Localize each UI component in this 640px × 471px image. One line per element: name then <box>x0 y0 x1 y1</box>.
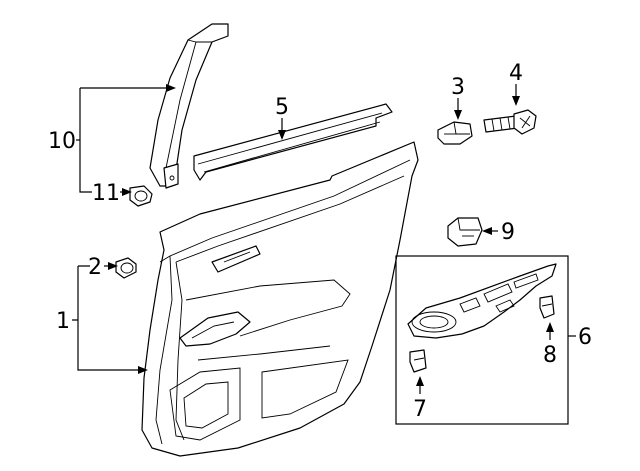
arrow-2 <box>108 262 118 270</box>
door-trim-panel <box>141 141 419 457</box>
arrow-4 <box>512 96 520 106</box>
armrest-switch-base <box>407 263 557 339</box>
leader-10-bracket <box>79 88 92 193</box>
callout-1: 1 <box>56 309 70 334</box>
clip-part-11 <box>129 185 153 207</box>
callout-6: 6 <box>578 325 592 350</box>
callout-3: 3 <box>451 75 465 100</box>
belt-weatherstrip <box>193 103 393 181</box>
switch-part-9 <box>447 217 483 247</box>
clip-part-2 <box>115 257 137 279</box>
arrow-8 <box>546 322 554 332</box>
clip-part-7 <box>409 349 427 373</box>
arrow-3 <box>454 110 462 120</box>
part-6-group-box <box>395 255 569 425</box>
bracket-part-3 <box>437 121 473 145</box>
callout-9: 9 <box>501 220 515 245</box>
clip-part-8 <box>539 295 555 319</box>
callout-8: 8 <box>543 343 557 368</box>
arrow-11 <box>122 188 132 196</box>
screw-part-4 <box>483 109 537 135</box>
arrow-9 <box>482 227 492 235</box>
window-frame-molding <box>149 23 229 189</box>
callout-10: 10 <box>48 129 76 154</box>
callout-7: 7 <box>413 397 427 422</box>
arrow-7 <box>416 376 424 386</box>
arrow-5 <box>278 130 286 140</box>
callout-11: 11 <box>92 181 120 206</box>
callout-2: 2 <box>88 255 102 280</box>
callout-5: 5 <box>275 95 289 120</box>
callout-4: 4 <box>509 61 523 86</box>
arrow-1 <box>138 366 148 374</box>
leader-1-bracket <box>72 265 140 371</box>
arrow-10 <box>166 84 176 92</box>
